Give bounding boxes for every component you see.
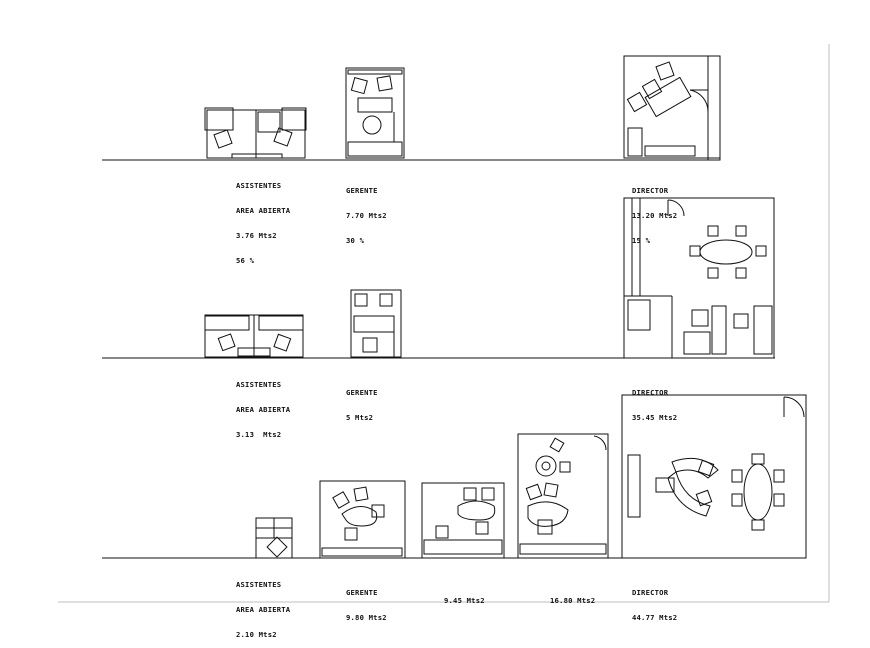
row3-gerente-plan bbox=[319, 480, 406, 559]
label-row3-asistentes: ASISTENTES AREA ABIERTA 2.10 Mts2 bbox=[236, 564, 290, 648]
label-line: 13.20 Mts2 bbox=[632, 211, 678, 221]
row1-gerente-plan bbox=[345, 67, 405, 159]
label-row3-director: DIRECTOR 44.77 Mts2 bbox=[632, 572, 677, 631]
label-line: ASISTENTES bbox=[236, 379, 282, 389]
label-line: 44.77 Mts2 bbox=[632, 613, 678, 623]
row2-asistentes-plan bbox=[204, 314, 304, 358]
label-line: 9.45 Mts2 bbox=[444, 595, 485, 605]
label-row1-asistentes: ASISTENTES AREA ABIERTA 3.76 Mts2 56 % bbox=[236, 165, 290, 274]
label-line: 15 % bbox=[632, 236, 651, 246]
label-line: GERENTE bbox=[346, 185, 378, 195]
label-line: DIRECTOR bbox=[632, 587, 669, 597]
label-row1-director: DIRECTOR 13.20 Mts2 15 % bbox=[632, 170, 677, 254]
label-line: ASISTENTES bbox=[236, 180, 282, 190]
label-line: DIRECTOR bbox=[632, 185, 669, 195]
floor-plan-drawing bbox=[58, 44, 830, 603]
label-line: AREA ABIERTA bbox=[236, 206, 291, 216]
label-row3-office-945: 9.45 Mts2 bbox=[444, 580, 485, 614]
label-line: 2.10 Mts2 bbox=[236, 630, 277, 640]
row1-asistentes-plan bbox=[204, 107, 307, 159]
row3-office-1680-plan bbox=[517, 433, 609, 559]
label-line: 16.80 Mts2 bbox=[550, 595, 596, 605]
label-row2-director: DIRECTOR 35.45 Mts2 bbox=[632, 372, 677, 431]
label-line: 7.70 Mts2 bbox=[346, 211, 387, 221]
label-row2-asistentes: ASISTENTES AREA ABIERTA 3.13 Mts2 bbox=[236, 364, 290, 448]
drawing-sheet: ASISTENTES AREA ABIERTA 3.76 Mts2 56 % G… bbox=[58, 44, 830, 639]
label-row2-gerente: GERENTE 5 Mts2 bbox=[346, 372, 378, 431]
row1-director-plan bbox=[623, 55, 721, 161]
label-line: 9.80 Mts2 bbox=[346, 613, 387, 623]
label-line: 35.45 Mts2 bbox=[632, 413, 678, 423]
label-line: AREA ABIERTA bbox=[236, 605, 291, 615]
label-line: 5 Mts2 bbox=[346, 413, 374, 423]
row3-asistentes-plan bbox=[255, 517, 293, 559]
row2-director-plan bbox=[623, 197, 775, 359]
label-row1-gerente: GERENTE 7.70 Mts2 30 % bbox=[346, 170, 387, 254]
label-row3-gerente: GERENTE 9.80 Mts2 bbox=[346, 572, 387, 631]
label-line: AREA ABIERTA bbox=[236, 405, 291, 415]
label-line: 3.76 Mts2 bbox=[236, 231, 277, 241]
row3-office-945-plan bbox=[421, 482, 505, 559]
label-line: 30 % bbox=[346, 236, 365, 246]
label-line: 3.13 Mts2 bbox=[236, 430, 282, 440]
label-row3-office-1680: 16.80 Mts2 bbox=[550, 580, 595, 614]
row3-director-plan bbox=[621, 394, 807, 559]
label-line: ASISTENTES bbox=[236, 579, 282, 589]
label-line: DIRECTOR bbox=[632, 387, 669, 397]
label-line: 56 % bbox=[236, 256, 255, 266]
row2-gerente-plan bbox=[350, 289, 402, 358]
label-line: GERENTE bbox=[346, 387, 378, 397]
label-line: GERENTE bbox=[346, 587, 378, 597]
